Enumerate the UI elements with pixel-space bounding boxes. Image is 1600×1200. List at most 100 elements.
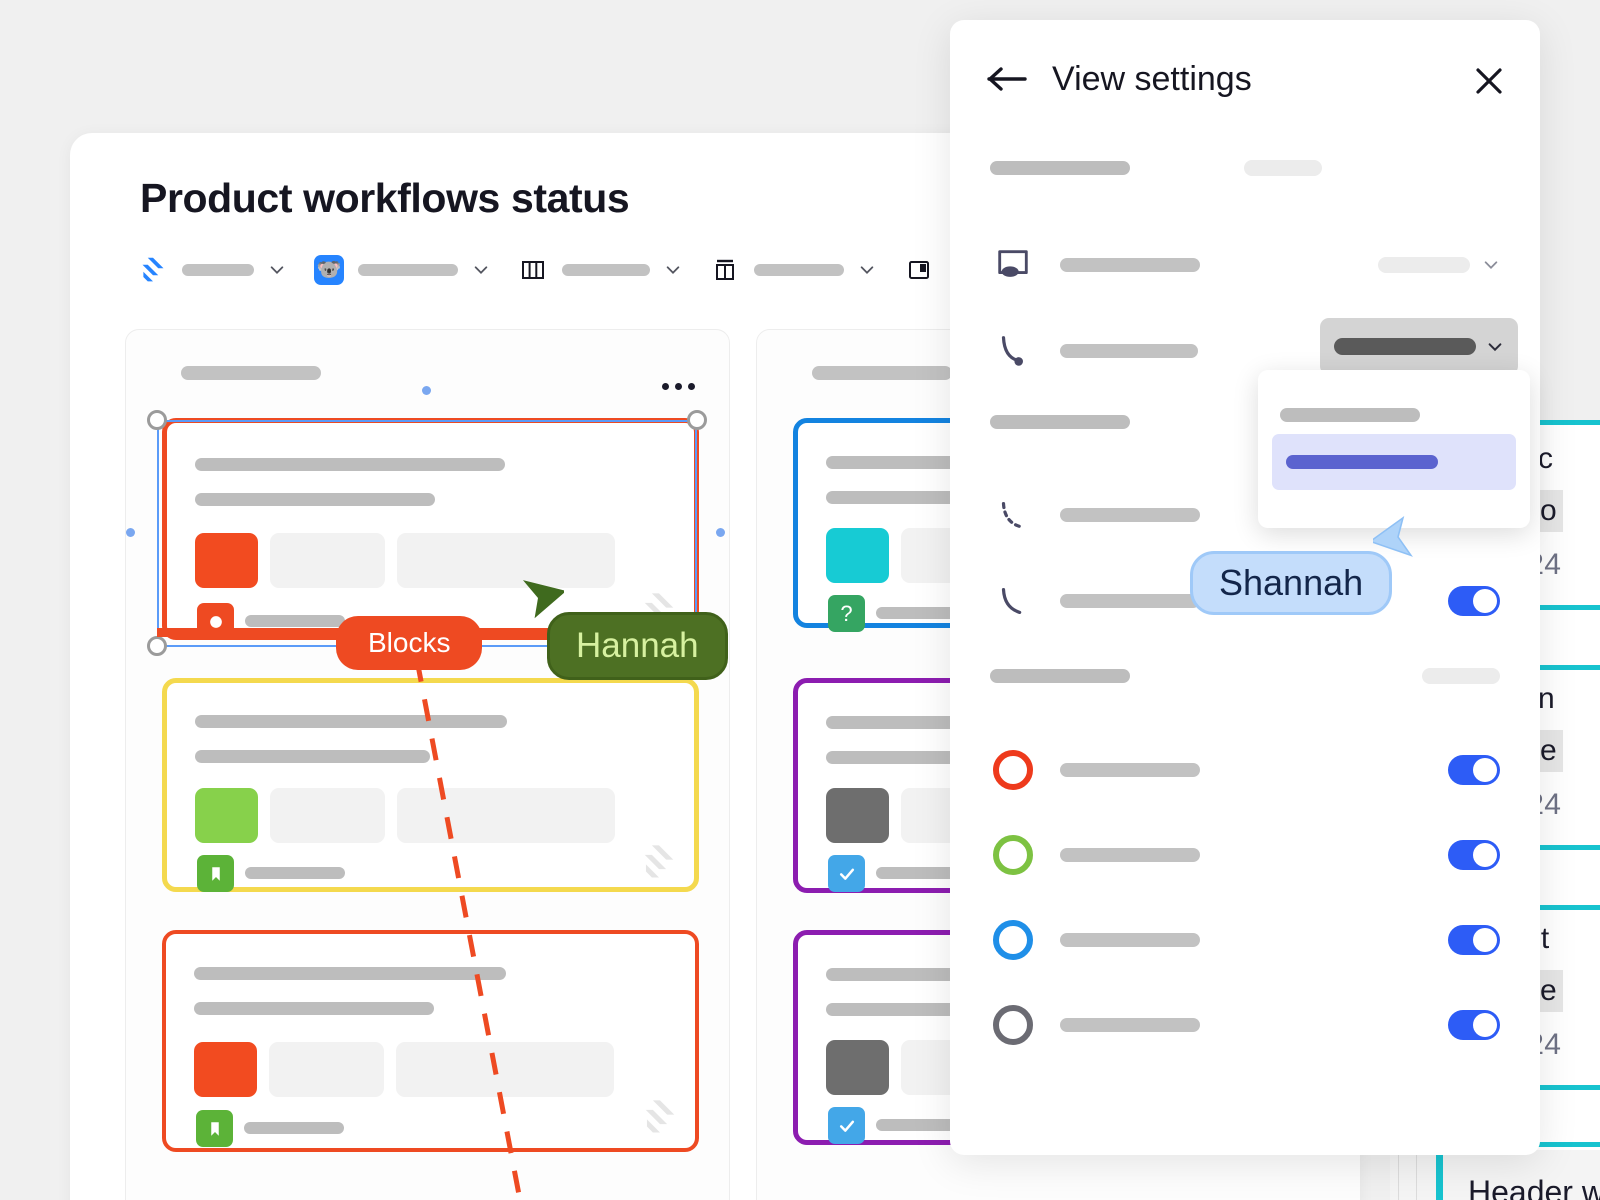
- selection-dot-left[interactable]: [126, 528, 135, 537]
- page-title: Product workflows status: [140, 175, 630, 221]
- cursor-pointer-hannah-icon: [512, 572, 567, 629]
- select-value-stub: [1378, 257, 1470, 273]
- card-field: [270, 533, 385, 588]
- toolbar-item-jira[interactable]: [138, 255, 286, 285]
- popup-item-selected[interactable]: [1272, 434, 1516, 490]
- ring-icon: [990, 1002, 1036, 1048]
- card-selected-red[interactable]: [162, 418, 699, 640]
- jira-logo-icon: [138, 255, 168, 285]
- selection-handle-top-left[interactable]: [147, 410, 167, 430]
- jira-watermark-icon: [640, 843, 678, 881]
- popup-item-selected-stub: [1286, 455, 1438, 469]
- kebab-dot: [688, 383, 695, 390]
- bookmark-icon: [197, 855, 234, 892]
- kebab-dot: [675, 383, 682, 390]
- card-menu-button[interactable]: [662, 383, 695, 390]
- toolbar-item-board[interactable]: [904, 255, 934, 285]
- section-header-stub: [990, 669, 1130, 683]
- jira-watermark-icon: [641, 1098, 679, 1136]
- section-header-ghost: [1422, 668, 1500, 684]
- curve-dashed-icon: [990, 492, 1036, 538]
- board-toolbar: 🐨: [138, 255, 962, 285]
- card-line: [195, 493, 435, 506]
- card-red-bottom[interactable]: [162, 930, 699, 1152]
- panel-select-active[interactable]: [1320, 318, 1518, 375]
- panel-row-toggle[interactable]: [1448, 840, 1500, 870]
- dropdown-popup[interactable]: [1258, 370, 1530, 528]
- panel-row-label-stub: [1060, 594, 1200, 608]
- ring-icon: [990, 917, 1036, 963]
- card-badge-text: [245, 615, 345, 627]
- arrow-left-icon[interactable]: [986, 64, 1028, 94]
- chevron-down-icon[interactable]: [664, 261, 682, 279]
- hannah-cursor-label: Hannah: [547, 612, 728, 680]
- toolbar-stub-avatar: [358, 264, 458, 276]
- panel-row-toggle[interactable]: [1448, 755, 1500, 785]
- toolbar-item-layout[interactable]: [710, 255, 876, 285]
- card-badge-text: [244, 1122, 344, 1134]
- panel-row-monitor[interactable]: [990, 242, 1500, 288]
- chevron-down-icon[interactable]: [268, 261, 286, 279]
- panel-row-label-stub: [1060, 258, 1200, 272]
- panel-row-toggle[interactable]: [1448, 1010, 1500, 1040]
- selection-handle-bottom-left[interactable]: [147, 636, 167, 656]
- card-color-swatch: [826, 528, 889, 583]
- columns-icon: [518, 255, 548, 285]
- curve-dot-icon: [990, 328, 1036, 374]
- ring-icon: [990, 747, 1036, 793]
- panel-row-curve-plain[interactable]: [990, 578, 1500, 624]
- panel-row-curve-dashed[interactable]: [990, 492, 1500, 538]
- panel-row-ring-red[interactable]: [990, 747, 1500, 793]
- card-line: [195, 458, 505, 471]
- curve-plain-icon: [990, 578, 1036, 624]
- koala-avatar-icon: 🐨: [314, 255, 344, 285]
- panel-header: View settings: [950, 20, 1540, 138]
- panel-row-ring-green[interactable]: [990, 832, 1500, 878]
- panel-section-one-header: [990, 160, 1500, 176]
- column-header-stub: [181, 366, 321, 380]
- selection-dot-top[interactable]: [422, 386, 431, 395]
- chevron-down-icon[interactable]: [858, 261, 876, 279]
- layout-top-icon: [710, 255, 740, 285]
- panel-row-toggle[interactable]: [1448, 925, 1500, 955]
- check-icon: [828, 855, 865, 892]
- card-field: [396, 1042, 614, 1097]
- toolbar-stub-jira: [182, 264, 254, 276]
- chevron-down-icon[interactable]: [472, 261, 490, 279]
- panel-row-curve-dot[interactable]: [990, 328, 1500, 374]
- chevron-down-icon[interactable]: [1486, 338, 1504, 356]
- card-yellow[interactable]: [162, 678, 699, 892]
- ring-icon: [990, 832, 1036, 878]
- panel-row-ring-blue[interactable]: [990, 917, 1500, 963]
- chevron-down-icon[interactable]: [1482, 256, 1500, 274]
- section-header-ghost: [1244, 160, 1322, 176]
- selection-dot-right[interactable]: [716, 528, 725, 537]
- teal-bar: [1436, 1150, 1443, 1200]
- panel-row-ring-gray[interactable]: [990, 1002, 1500, 1048]
- card-field: [397, 533, 615, 588]
- card-line: [195, 715, 507, 728]
- card-field: [270, 788, 385, 843]
- bg-footer-text: Header w: [1468, 1174, 1600, 1200]
- select-value-stub: [1334, 338, 1476, 355]
- close-icon[interactable]: [1474, 66, 1504, 96]
- popup-item-stub[interactable]: [1280, 408, 1420, 422]
- card-field: [269, 1042, 384, 1097]
- card-color-swatch: [195, 788, 258, 843]
- panel-row-label-stub: [1060, 763, 1200, 777]
- card-color-swatch: [194, 1042, 257, 1097]
- panel-section-three-header: [990, 415, 1500, 429]
- selection-handle-top-right[interactable]: [687, 410, 707, 430]
- panel-row-label-stub: [1060, 508, 1200, 522]
- toolbar-item-avatar[interactable]: 🐨: [314, 255, 490, 285]
- question-icon: ?: [828, 595, 865, 632]
- panel-row-label-stub: [1060, 848, 1200, 862]
- toolbar-stub-columns: [562, 264, 650, 276]
- panel-row-toggle[interactable]: [1448, 586, 1500, 616]
- card-color-swatch: [826, 788, 889, 843]
- monitor-icon: [990, 242, 1036, 288]
- blocks-pill[interactable]: Blocks: [336, 616, 483, 670]
- panel-title: View settings: [1052, 59, 1252, 98]
- toolbar-stub-layout: [754, 264, 844, 276]
- toolbar-item-columns[interactable]: [518, 255, 682, 285]
